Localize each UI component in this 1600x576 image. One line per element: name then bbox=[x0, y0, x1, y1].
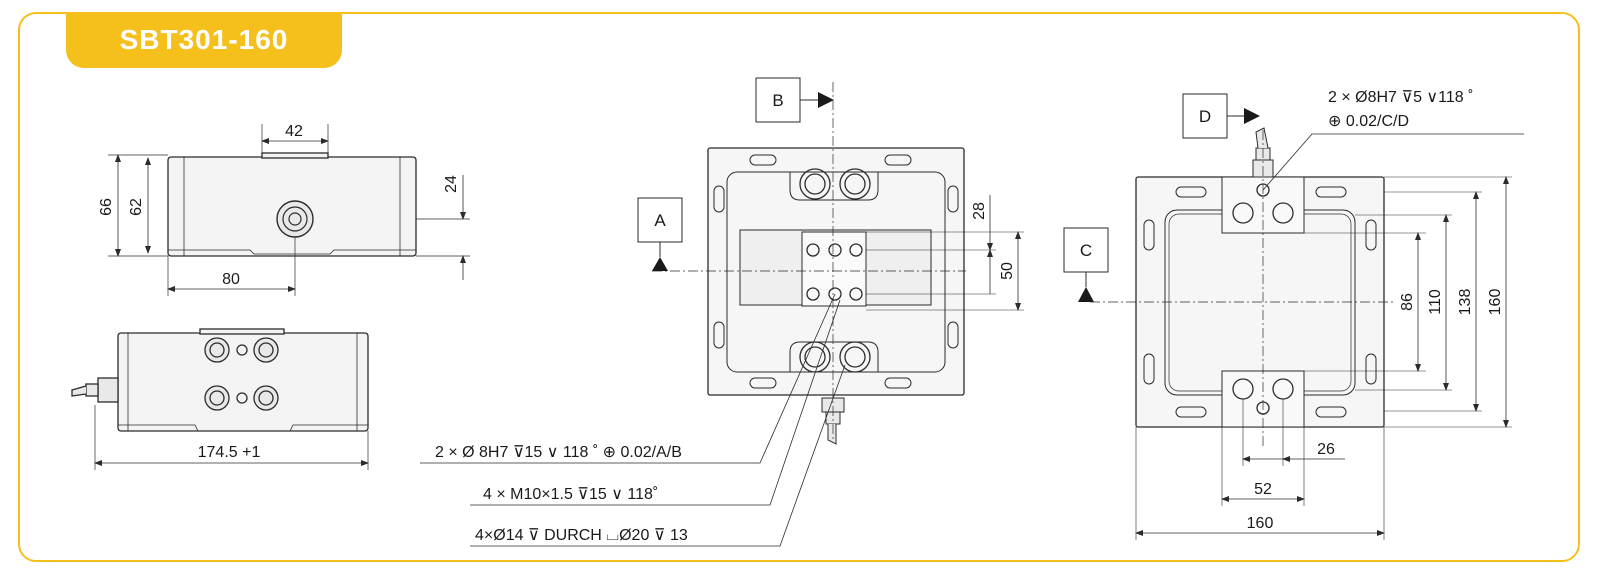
dim-62-label: 62 bbox=[128, 198, 145, 216]
center-top-view bbox=[420, 82, 1024, 547]
dim-length-label: 174.5 +1 bbox=[198, 444, 261, 461]
callout-8h7-holes: 2 × Ø 8H7 ⊽15 ∨ 118 ˚ ⊕ 0.02/A/B bbox=[435, 444, 682, 461]
datum-b-label: B bbox=[772, 91, 783, 110]
dim-52-label: 52 bbox=[1254, 481, 1272, 498]
datum-c-label: C bbox=[1080, 241, 1092, 260]
callout-m10-threads: 4 × M10×1.5 ⊽15 ∨ 118˚ bbox=[483, 486, 658, 503]
side-view bbox=[108, 124, 470, 296]
dim-86-label: 86 bbox=[1399, 293, 1416, 311]
dim-160h-label: 160 bbox=[1247, 515, 1274, 532]
side-view-top-lip bbox=[261, 152, 329, 159]
front-fitting-icon bbox=[71, 377, 119, 403]
dim-110-label: 110 bbox=[1427, 289, 1444, 315]
datum-a-label: A bbox=[654, 211, 666, 230]
center-clamp-block bbox=[801, 231, 867, 307]
dim-42-label: 42 bbox=[285, 123, 303, 140]
dim-80-label: 80 bbox=[222, 271, 240, 288]
drawing-frame bbox=[18, 12, 1580, 562]
callout-through-holes: 4×Ø14 ⊽ DURCH ⌴Ø20 ⊽ 13 bbox=[475, 527, 688, 544]
callout-right-position: ⊕ 0.02/C/D bbox=[1328, 113, 1409, 130]
dim-66-label: 66 bbox=[98, 198, 115, 216]
right-top-view bbox=[1090, 127, 1524, 540]
datum-c-marker bbox=[1063, 227, 1109, 302]
datum-a-marker bbox=[637, 197, 683, 271]
drawing-title: SBT301-160 bbox=[119, 24, 289, 55]
front-view-body bbox=[117, 332, 369, 432]
dim-138-label: 138 bbox=[1457, 289, 1474, 316]
dim-24-label: 24 bbox=[443, 175, 460, 193]
dim-160v-label: 160 bbox=[1487, 289, 1504, 316]
title-tab: SBT301-160 bbox=[66, 12, 342, 68]
datum-b-marker bbox=[755, 77, 834, 123]
side-port-icon bbox=[276, 200, 314, 238]
datum-d-label: D bbox=[1199, 107, 1211, 126]
front-view bbox=[71, 328, 369, 470]
callout-right-holes: 2 × Ø8H7 ⊽5 ∨118 ˚ bbox=[1328, 89, 1473, 106]
dim-28-label: 28 bbox=[971, 202, 988, 220]
datum-d-marker bbox=[1182, 93, 1260, 139]
dim-26-label: 26 bbox=[1317, 441, 1335, 458]
front-bolt-icon bbox=[204, 337, 279, 411]
dim-50-label: 50 bbox=[999, 262, 1016, 280]
